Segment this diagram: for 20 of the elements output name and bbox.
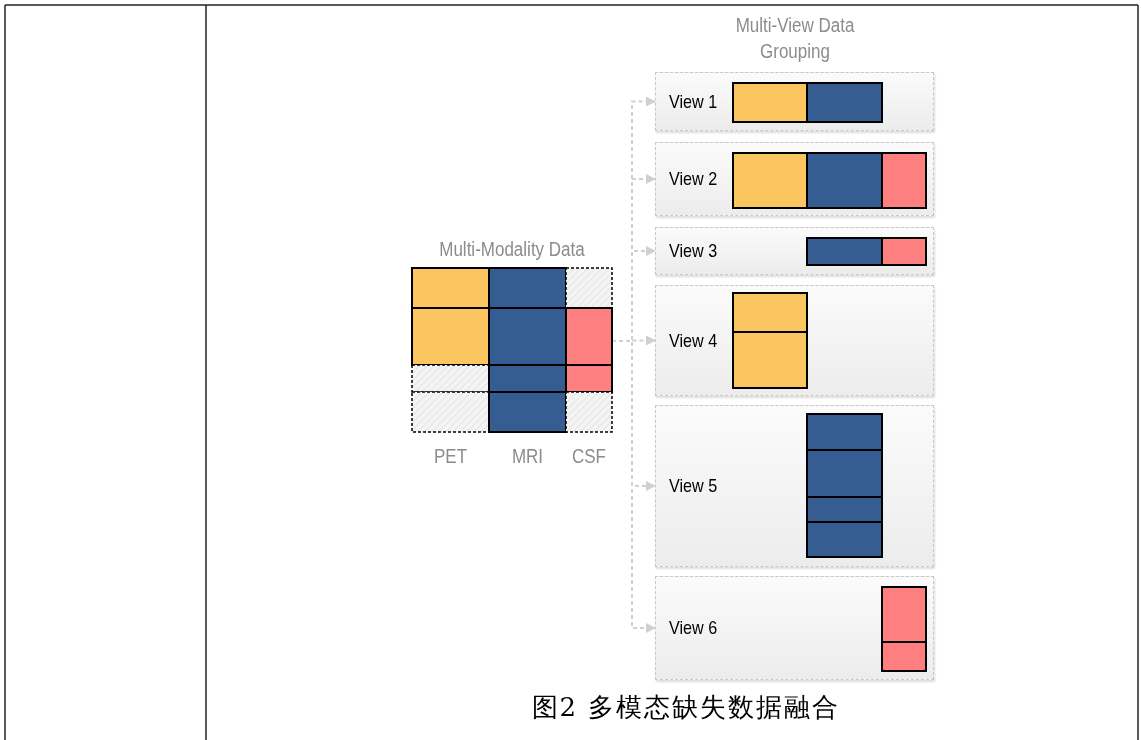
view-label: View 1 (669, 90, 718, 113)
column-label: PET (432, 444, 469, 469)
view-panel (655, 285, 934, 396)
view-panel (655, 142, 934, 216)
figure-caption: 图2 多模态缺失数据融合 (530, 691, 842, 724)
view-label: View 4 (669, 329, 718, 352)
view-panel (655, 576, 934, 680)
data-matrix (412, 238, 612, 432)
view-panel (655, 405, 934, 567)
view-label: View 3 (669, 240, 718, 262)
column-label: CSF (571, 444, 607, 469)
view-label: View 6 (669, 617, 718, 639)
view-label: View 5 (669, 475, 718, 497)
arrow (611, 340, 656, 633)
group-title: Multi-View Data Grouping (734, 13, 856, 64)
matrix-title: Multi-Modality Data (438, 238, 586, 261)
view-label: View 2 (669, 168, 718, 190)
view-panel (655, 227, 934, 275)
view-panel (655, 72, 934, 131)
column-label: MRI (510, 444, 545, 469)
